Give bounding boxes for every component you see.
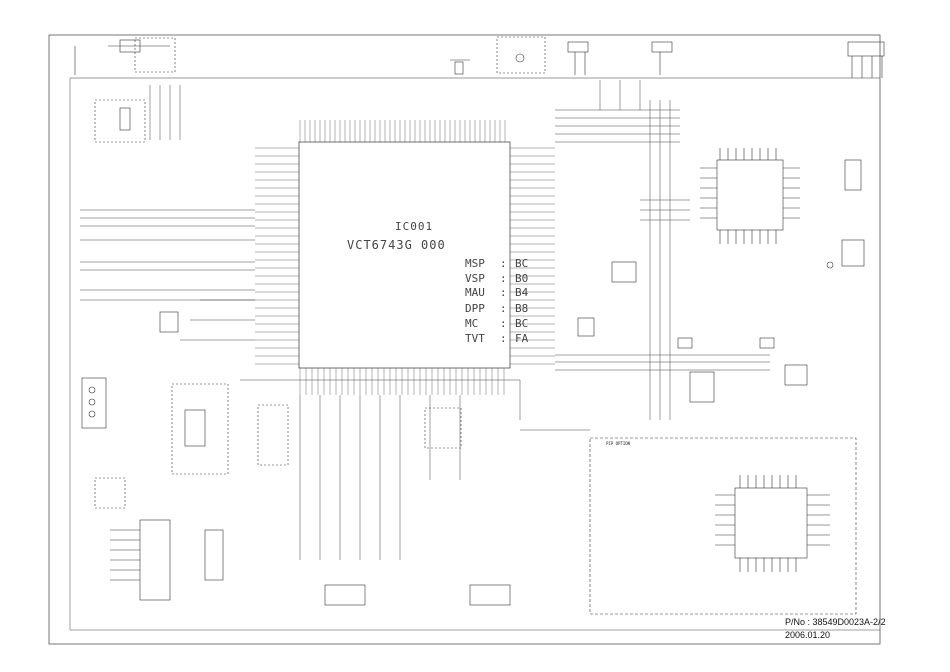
pip-option-label: PIP OPTION — [606, 441, 631, 446]
code-label: MC — [465, 317, 479, 330]
code-row: MSP : BC — [465, 257, 528, 270]
code-row: MAU : B4 — [465, 286, 528, 299]
code-sep: : — [500, 317, 507, 330]
code-row: MC : BC — [465, 317, 528, 330]
code-value: B8 — [515, 302, 529, 315]
code-value: B0 — [515, 272, 529, 285]
wiring — [69, 78, 880, 631]
code-row: VSP : B0 — [465, 272, 528, 285]
code-row: DPP : B8 — [465, 302, 528, 315]
left-blocks — [81, 99, 511, 606]
code-label: DPP — [465, 302, 485, 315]
top-connectors — [70, 36, 885, 79]
code-sep: : — [500, 332, 507, 345]
code-sep: : — [500, 272, 507, 285]
code-value: B4 — [515, 286, 529, 299]
sheet-border — [48, 34, 881, 645]
right-upper-ic — [700, 148, 865, 267]
main-ic-pins — [255, 120, 555, 395]
code-label: VSP — [465, 272, 485, 285]
revision-date: 2006.01.20 — [785, 630, 831, 640]
pip-option-block — [589, 364, 857, 615]
misc-components — [515, 53, 834, 403]
code-value: FA — [515, 332, 529, 345]
code-sep: : — [500, 302, 507, 315]
main-ic-body — [298, 141, 511, 369]
code-label: TVT — [465, 332, 485, 345]
code-row: TVT : FA — [465, 332, 528, 345]
code-value: BC — [515, 317, 529, 330]
code-sep: : — [500, 286, 507, 299]
code-sep: : — [500, 257, 507, 270]
part-number: P/No : 38549D0023A-2/2 — [785, 617, 886, 627]
code-label: MSP — [465, 257, 485, 270]
code-label: MAU — [465, 286, 485, 299]
main-ic-ref: IC001 — [395, 220, 434, 233]
code-value: BC — [515, 257, 529, 270]
main-ic-part: VCT6743G 000 — [347, 238, 446, 252]
